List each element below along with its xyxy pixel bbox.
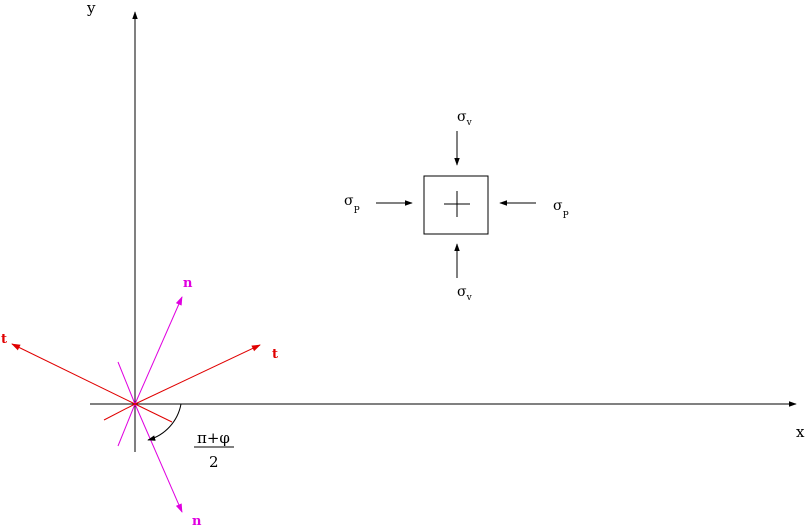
n-label-lower: n: [192, 514, 202, 527]
sigma-v-top-label: σv: [457, 109, 473, 128]
t-vector-left: [11, 343, 136, 405]
n-line-short-lower: [117, 403, 136, 447]
sigma-v-bottom-label: σv: [457, 284, 473, 303]
n-label-upper: n: [183, 276, 193, 291]
sigma-symbol: σ: [457, 109, 467, 125]
sigma-p-right-label: σP: [553, 198, 569, 221]
angle-arc: [147, 403, 182, 441]
sigma-subscript: P: [354, 206, 360, 216]
angle-denominator: 2: [209, 453, 219, 471]
t-line-short-right: [134, 403, 173, 423]
n-vector-upper: [134, 296, 183, 405]
stress-element: [423, 175, 489, 235]
sigma-subscript: v: [466, 293, 473, 303]
t-label-left: t: [1, 332, 7, 347]
n-line-short-upper: [117, 361, 136, 405]
sigma-symbol: σ: [457, 284, 467, 300]
t-vector-right: [134, 344, 261, 405]
sigma-symbol: σ: [344, 193, 354, 209]
sigma-subscript: v: [466, 118, 473, 128]
x-axis-label: x: [796, 423, 805, 441]
sigma-symbol: σ: [553, 198, 563, 214]
sigma-subscript: P: [563, 211, 569, 221]
angle-numerator: π+φ: [197, 429, 230, 447]
n-vector-lower: [134, 403, 183, 513]
y-axis-label: y: [86, 0, 96, 17]
sigma-p-left-label: σP: [344, 193, 360, 216]
t-label-right: t: [272, 347, 278, 362]
t-line-short-left: [103, 403, 136, 421]
